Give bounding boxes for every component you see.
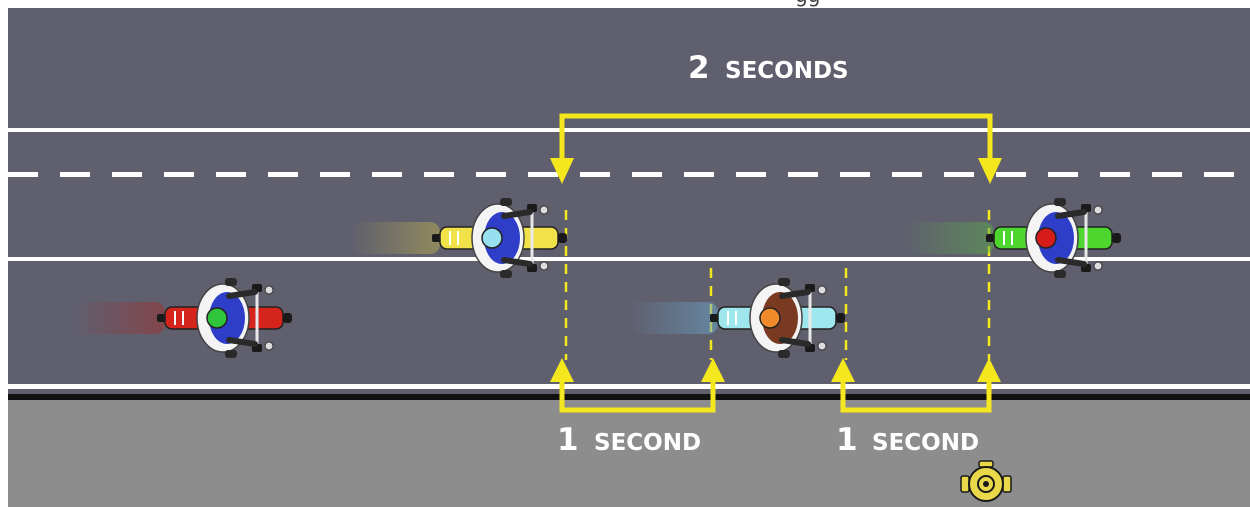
top-caption: gg — [795, 0, 820, 7]
lane-dash — [320, 172, 350, 177]
lane-dash — [60, 172, 90, 177]
label-number: 2 — [688, 50, 710, 86]
lane-line-bottom — [8, 384, 1250, 389]
lane-dash — [1204, 172, 1234, 177]
lane-dash — [476, 172, 506, 177]
lane-dash — [580, 172, 610, 177]
curb-line — [8, 394, 1250, 400]
label-unit: SECOND — [594, 430, 701, 456]
lane-dash — [424, 172, 454, 177]
label-number: 1 — [557, 422, 579, 458]
lane-dash — [632, 172, 662, 177]
label-number: 1 — [836, 422, 858, 458]
lane-dash — [1152, 172, 1182, 177]
lane-dash — [892, 172, 922, 177]
lane-dash — [8, 172, 38, 177]
lane-dash — [996, 172, 1026, 177]
lane-dash — [164, 172, 194, 177]
lane-dash — [684, 172, 714, 177]
lane-dash — [788, 172, 818, 177]
lane-dash — [112, 172, 142, 177]
label-unit: SECONDS — [725, 58, 849, 84]
lane-dash — [1048, 172, 1078, 177]
lane-dash — [840, 172, 870, 177]
lane-line-top — [8, 128, 1250, 132]
lane-dash — [736, 172, 766, 177]
lane-dash — [1100, 172, 1130, 177]
lane-dash — [372, 172, 402, 177]
lane-dash — [216, 172, 246, 177]
lane-dash — [268, 172, 298, 177]
lane-dash — [944, 172, 974, 177]
label-unit: SECOND — [872, 430, 979, 456]
lane-dash — [528, 172, 558, 177]
